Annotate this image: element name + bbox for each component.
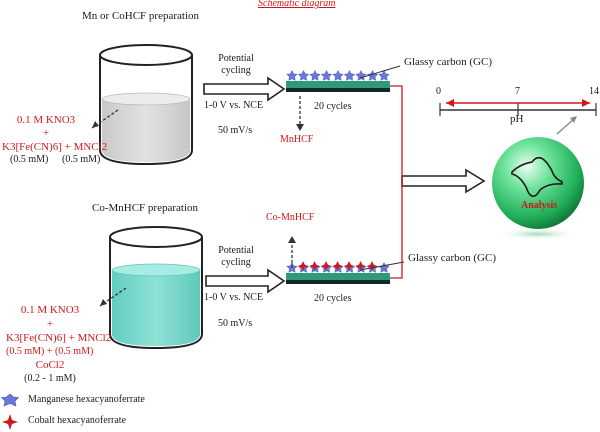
bottom-solution-line-2: + (46, 318, 54, 330)
manganese-marker (309, 69, 321, 81)
bottom-solution-line-1: 0.1 M KNO3 (20, 304, 80, 316)
top-electrode (286, 69, 390, 92)
top-solution-line-3: K3[Fe(CN)6] + MNCl2 (2, 141, 108, 153)
legend-co-label: Cobalt hexacyanoferrate (28, 415, 127, 426)
top-product-label: MnHCF (280, 134, 314, 145)
top-beaker (91, 44, 193, 166)
legend-mn-icon (0, 393, 20, 407)
bottom-voltage: 1-0 V vs. NCE (204, 292, 264, 303)
bottom-scan-rate: 50 mV/s (218, 318, 253, 329)
bottom-electrode (286, 261, 390, 284)
manganese-marker (343, 69, 356, 81)
cobalt-marker (321, 261, 331, 271)
top-solution-line-1: 0.1 M KNO3 (16, 114, 76, 126)
top-cycles: 20 cycles (314, 101, 352, 112)
top-process-arrow (203, 76, 286, 102)
connector-line (390, 85, 403, 279)
manganese-marker (378, 69, 390, 81)
ph-min-label: 0 (436, 86, 441, 97)
cobalt-marker (344, 261, 354, 271)
cobalt-marker (309, 261, 320, 271)
cobalt-marker (355, 261, 366, 271)
manganese-marker (378, 261, 390, 273)
bottom-process-line-1: Potential (218, 245, 254, 256)
legend-co-icon (2, 414, 18, 430)
bottom-panel-heading: Co-MnHCF preparation (92, 202, 199, 214)
top-concentration-2: (0.5 mM) (62, 154, 101, 165)
top-scan-rate: 50 mV/s (218, 125, 253, 136)
bottom-solution-line-6: (0.2 - 1 mM) (24, 373, 76, 384)
bottom-cycles: 20 cycles (314, 293, 352, 304)
bottom-product-label: Co-MnHCF (266, 212, 315, 223)
ph-scale (439, 99, 597, 135)
cobalt-marker (332, 261, 343, 271)
manganese-marker (286, 69, 298, 81)
manganese-marker (366, 69, 379, 81)
top-process-line-2: cycling (221, 65, 251, 76)
manganese-marker (297, 69, 310, 81)
diagram-title: Schematic diagram (258, 0, 336, 9)
manganese-marker (332, 69, 344, 81)
ph-axis-label: pH (510, 113, 524, 125)
top-concentration-1: (0.5 mM) (10, 154, 49, 165)
top-solution-line-2: + (42, 127, 50, 139)
top-process-line-1: Potential (218, 53, 254, 64)
bottom-beaker (99, 226, 203, 350)
cobalt-marker (367, 261, 377, 271)
legend-mn-label: Manganese hexacyanoferrate (28, 394, 145, 405)
cobalt-marker (298, 261, 308, 271)
bottom-solution-line-5: CoCl2 (35, 359, 65, 371)
bottom-process-line-2: cycling (221, 257, 251, 268)
ph-max-label: 14 (589, 86, 599, 97)
to-analysis-arrow (401, 168, 486, 194)
manganese-marker (355, 69, 367, 81)
top-voltage: 1-0 V vs. NCE (204, 100, 264, 111)
manganese-marker (320, 69, 333, 81)
bottom-gc-label: Glassy carbon (GC) (408, 252, 496, 264)
top-gc-label: Glassy carbon (GC) (404, 56, 492, 68)
analysis-label: Analysis (521, 200, 558, 211)
analysis-sphere (492, 137, 584, 240)
top-panel-heading: Mn or CoHCF preparation (82, 10, 200, 22)
bottom-process-arrow (205, 268, 286, 294)
bottom-gc-leader (359, 261, 405, 271)
top-gc-leader (359, 65, 401, 79)
ph-mid-label: 7 (515, 86, 520, 97)
bottom-solution-line-4: (0.5 mM) + (0.5 mM) (6, 346, 94, 357)
bottom-solution-line-3: K3[Fe(CN)6] + MNCl2 (6, 332, 112, 344)
cyclic-voltammogram-icon (511, 156, 563, 198)
